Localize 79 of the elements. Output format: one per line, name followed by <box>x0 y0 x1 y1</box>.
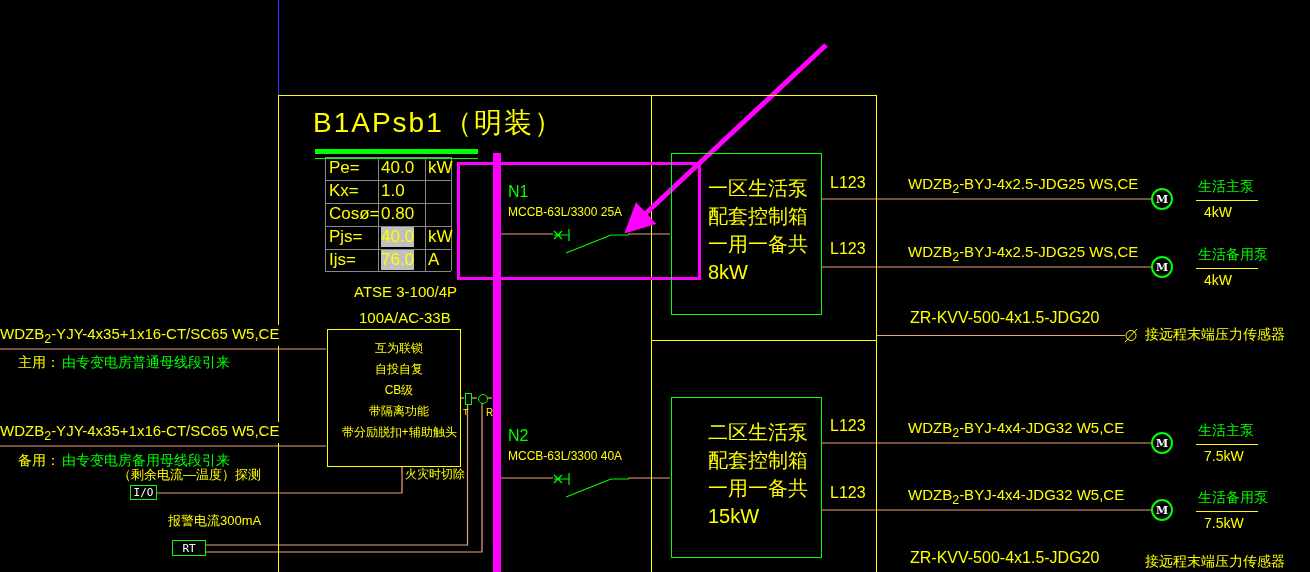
table-cell-text: 1.0 <box>381 181 405 201</box>
wire <box>820 266 1152 268</box>
annotation-text: 由专变电房普通母线段引来 <box>62 354 230 371</box>
wire <box>486 397 493 399</box>
cable-label: WDZB$_{2}$-YJY-4x35+1x16-CT/SC65 W5,CE <box>0 325 280 347</box>
wire <box>499 233 554 235</box>
switch-note: 互为联锁 <box>375 340 423 357</box>
annotation-text: ZR-KVV-500-4x1.5-JDG20 <box>910 549 1100 568</box>
wire <box>499 477 554 479</box>
table-cell-text: Pe= <box>329 158 360 178</box>
table-cell-text: 40.0 <box>381 227 415 247</box>
device-rating: 100A/AC-33B <box>359 309 451 327</box>
busbar <box>493 153 501 572</box>
device-label: RT <box>182 542 196 554</box>
circuit-number: N1 <box>508 183 529 202</box>
wire <box>820 198 1152 200</box>
annotation-text: 火灾时切除 <box>405 468 465 482</box>
annotation-text: （剩余电流—温度）探测 <box>118 468 261 483</box>
load-name: 生活主泵 <box>1198 178 1254 195</box>
load-power: 4kW <box>1204 204 1232 221</box>
switch-note: 带分励脱扣+辅助触头 <box>341 424 457 441</box>
table-cell-text: Pjs= <box>329 227 363 247</box>
table-cell-text: Cosø= <box>329 204 380 224</box>
load-name: 生活备用泵 <box>1198 489 1268 506</box>
switch-note: 自投自复 <box>375 361 423 378</box>
annotation-text: 接远程末端压力传感器 <box>1145 553 1285 570</box>
annotation-text: 接远程末端压力传感器 <box>1145 326 1285 343</box>
motor-letter: M <box>1155 437 1169 449</box>
load-power: 4kW <box>1204 272 1232 289</box>
device-rating: MCCB-63L/3300 25A <box>508 206 623 220</box>
load-name: 生活主泵 <box>1198 422 1254 439</box>
phase-label: L123 <box>830 417 866 436</box>
device-rating: MCCB-63L/3300 40A <box>508 450 623 464</box>
panel-title: B1APsb1（明装） <box>313 106 564 140</box>
wire <box>0 348 327 350</box>
wire <box>459 397 465 399</box>
circuit-number: N2 <box>508 427 529 446</box>
table-cell-text: 76.0 <box>381 250 415 270</box>
device-rating: ATSE 3-100/4P <box>354 283 458 301</box>
load-power: 7.5kW <box>1204 515 1244 532</box>
control-box <box>671 153 822 315</box>
phase-label: L123 <box>830 240 866 259</box>
motor-letter: M <box>1155 261 1169 273</box>
load-power: 7.5kW <box>1204 448 1244 465</box>
table-cell-text: A <box>428 250 440 270</box>
wire <box>627 477 671 479</box>
table-cell-text: Ijs= <box>329 250 356 270</box>
arrow <box>624 43 828 234</box>
distribution-panel <box>278 95 877 572</box>
wire <box>0 445 327 447</box>
phase-label: L123 <box>830 174 866 193</box>
cable-label: WDZB$_{2}$-YJY-4x35+1x16-CT/SC65 W5,CE <box>0 422 280 444</box>
phase-label: L123 <box>830 484 866 503</box>
wire <box>627 233 671 235</box>
device-box <box>172 540 206 556</box>
annotation-text: 主用： <box>18 354 60 371</box>
wire <box>820 442 1152 444</box>
motor-letter: M <box>1155 504 1169 516</box>
wire <box>470 397 478 399</box>
table-cell-text: 40.0 <box>381 158 415 178</box>
motor-letter: M <box>1155 193 1169 205</box>
table-cell-text: kW <box>428 158 453 178</box>
annotation-text: ZR-KVV-500-4x1.5-JDG20 <box>910 309 1100 328</box>
box-text: 一区生活泵配套控制箱一用一备共8kW <box>708 176 808 285</box>
table-cell-text: kW <box>428 227 453 247</box>
wire <box>156 465 403 494</box>
device-label: I/O <box>133 487 154 498</box>
wire <box>820 509 1152 511</box>
control-box <box>671 397 822 558</box>
box-text: 二区生活泵配套控制箱一用一备共15kW <box>708 420 808 529</box>
annotation-text: 备用： <box>18 452 60 469</box>
terminal-label: R <box>486 407 494 419</box>
annotation-text: 报警电流300mA <box>168 514 262 529</box>
table-cell-text: 0.80 <box>381 204 415 224</box>
switch-note: CB级 <box>384 382 414 399</box>
table-cell-text: Kx= <box>329 181 359 201</box>
annotation-text: 由专变电房备用母线段引来 <box>62 452 230 468</box>
load-name: 生活备用泵 <box>1198 246 1268 263</box>
switch-note: 带隔离功能 <box>369 403 429 420</box>
